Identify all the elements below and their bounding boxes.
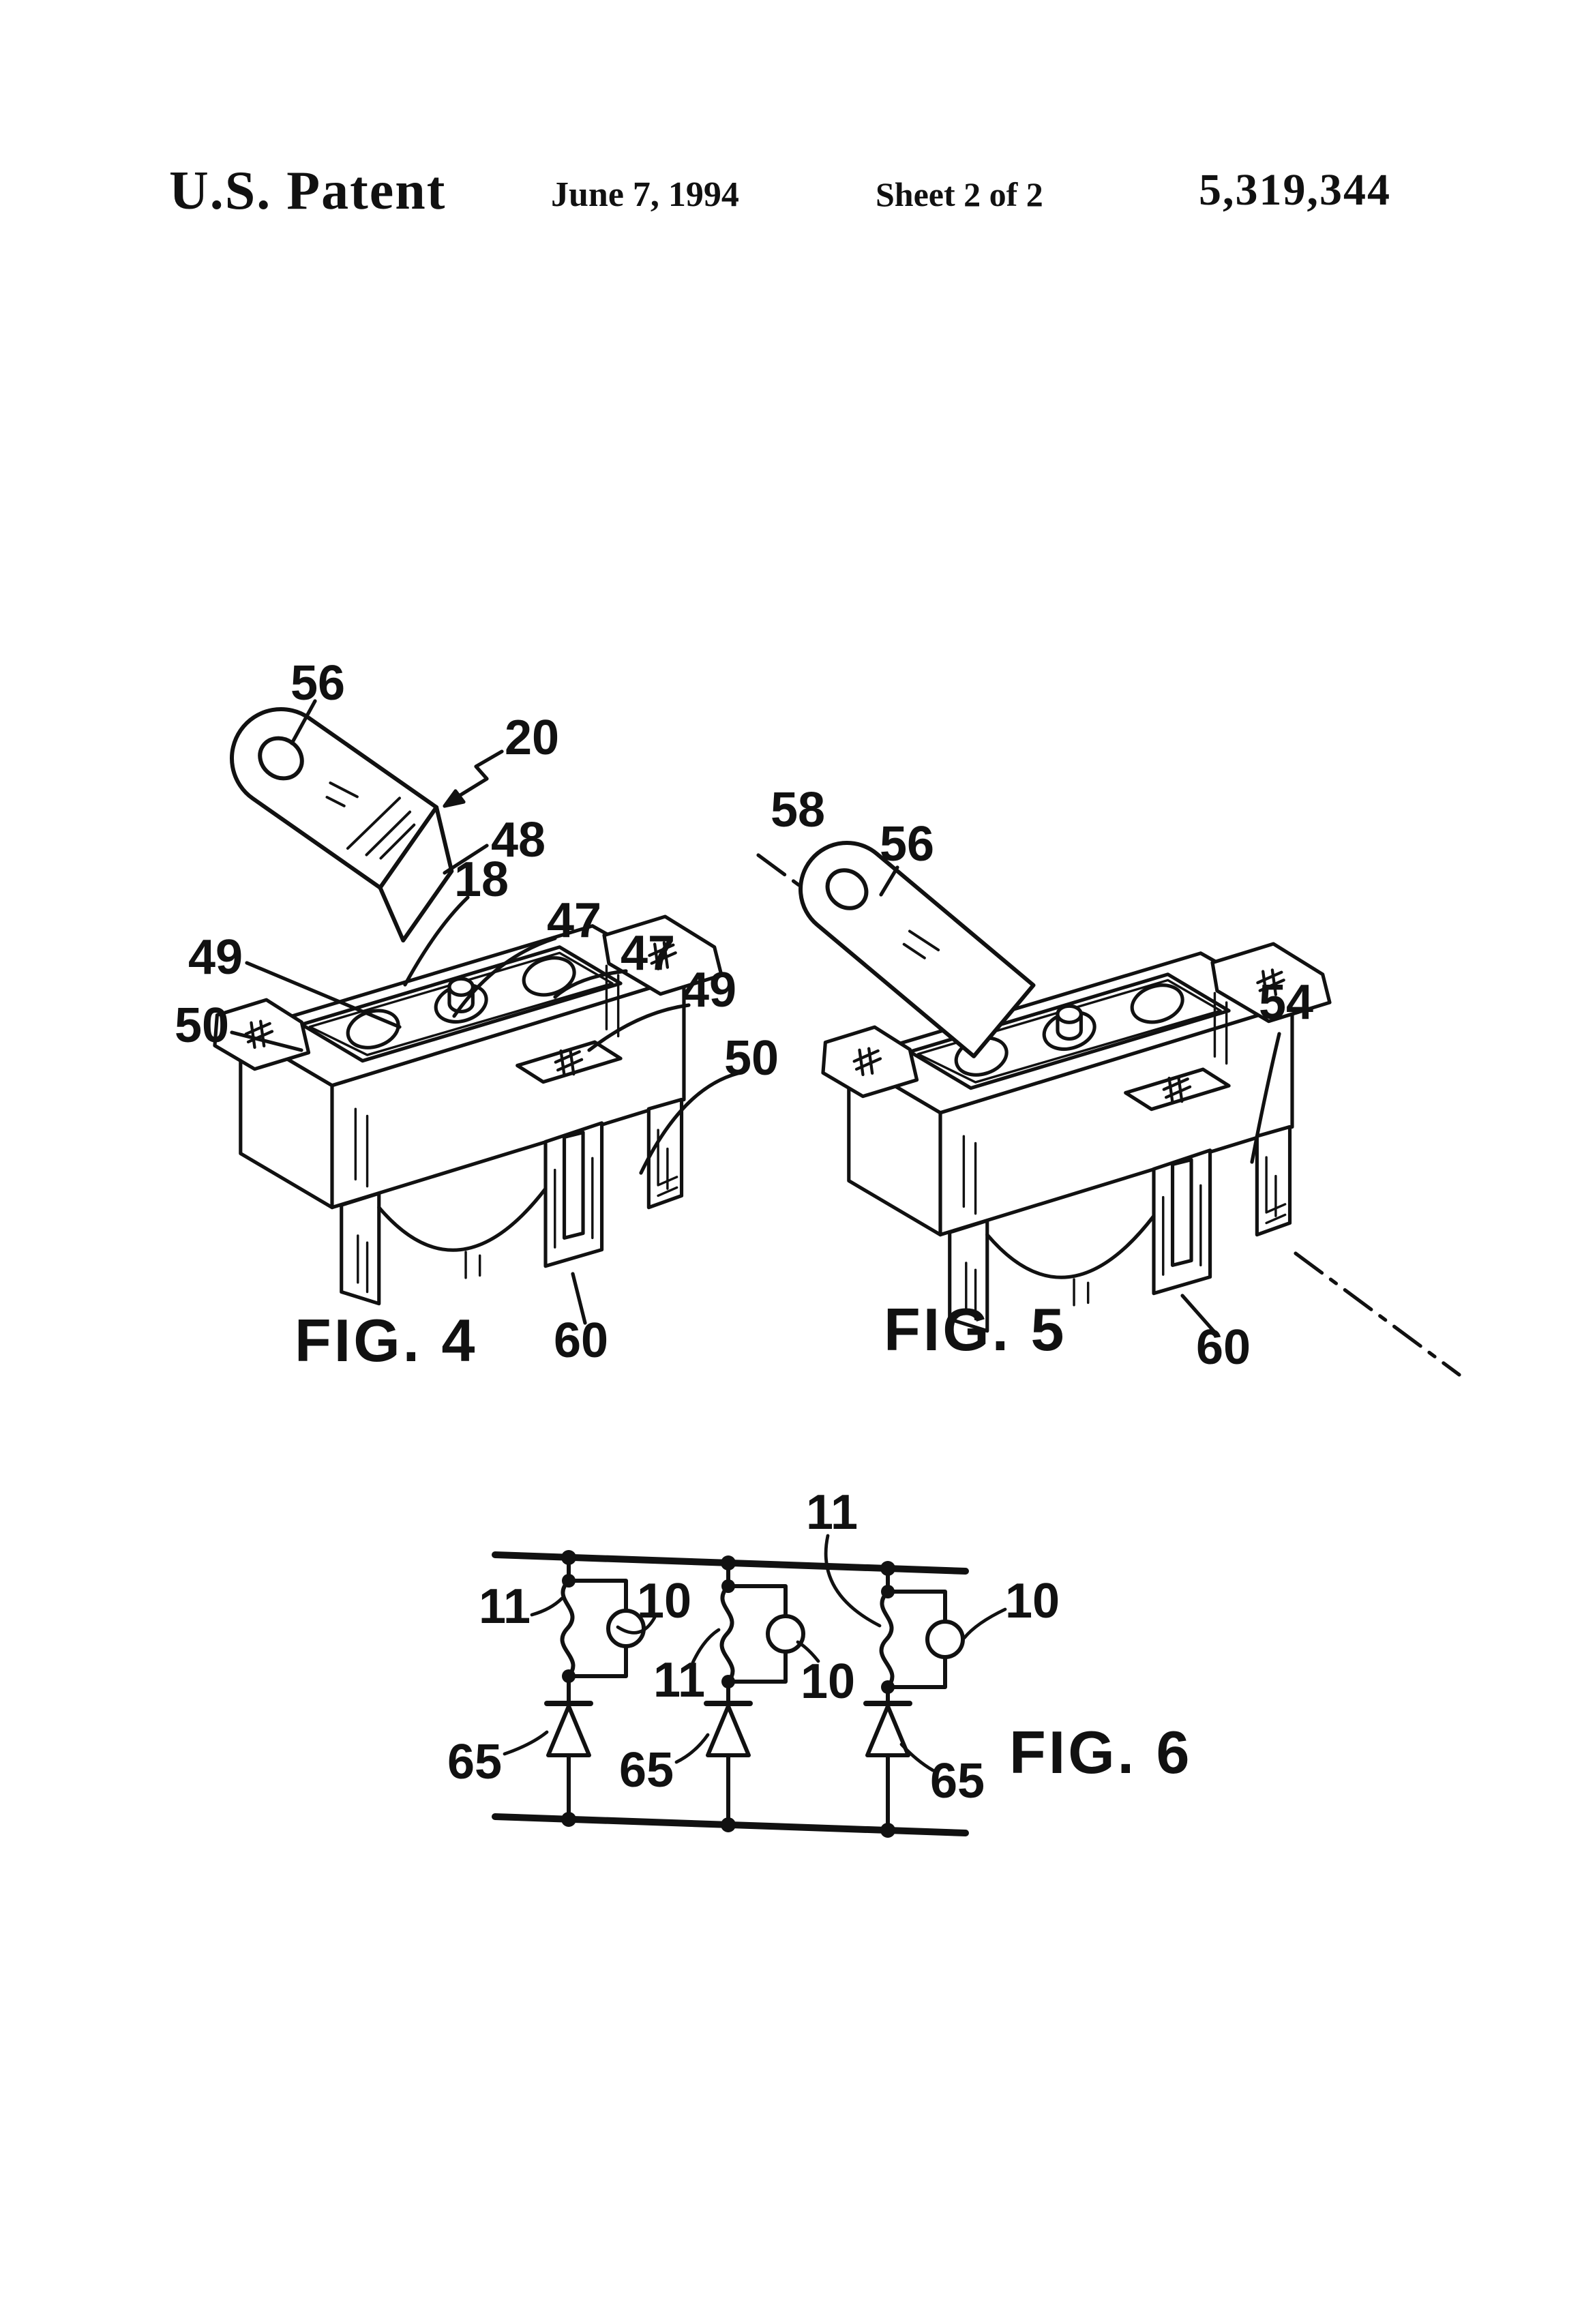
junction-dot <box>561 1812 576 1827</box>
lug-fold <box>378 805 454 943</box>
fig4-ref-47a: 47 <box>547 893 601 948</box>
leader-65a <box>503 1730 549 1756</box>
junction-dot <box>721 1555 736 1570</box>
junction-dot <box>721 1817 736 1832</box>
fig5-ref-60: 60 <box>1196 1320 1251 1375</box>
fig6-ref-11-middle: 11 <box>653 1653 705 1708</box>
fig6-ref-11-top: 11 <box>806 1485 858 1540</box>
indicator-lamp <box>925 1620 965 1659</box>
fuse-element <box>560 1579 576 1678</box>
patent-number: 5,319,344 <box>1199 166 1391 215</box>
diode-triangle <box>546 1704 591 1757</box>
leader-50a <box>230 1030 303 1052</box>
leader-49a <box>245 961 402 1029</box>
junction-dot <box>880 1561 895 1576</box>
fig4-ref-47b: 47 <box>621 926 675 981</box>
fuse-element <box>879 1590 895 1689</box>
fig5-terminal-lug <box>799 841 1036 1058</box>
fig6-ref-65-first: 65 <box>447 1735 502 1789</box>
fig4-ref-56: 56 <box>290 656 345 711</box>
leader-54 <box>1250 1032 1281 1164</box>
fig5-ref-58: 58 <box>771 783 825 837</box>
junction-dot <box>881 1680 895 1694</box>
junction-dot <box>721 1579 735 1593</box>
leader-11b <box>530 1596 564 1617</box>
diode-triangle <box>706 1704 751 1757</box>
junction-dot <box>562 1574 576 1588</box>
leader-20-arrowhead <box>443 789 466 808</box>
fig6-leaders <box>503 1534 1007 1772</box>
leader-18 <box>403 895 470 987</box>
junction-dot <box>881 1585 895 1598</box>
leader-11a <box>824 1534 882 1628</box>
sheet-header: U.S. Patent June 7, 1994 Sheet 2 of 2 5,… <box>0 0 1582 273</box>
patent-header-title: U.S. Patent <box>169 160 447 221</box>
indicator-lamp <box>766 1614 805 1654</box>
fig6-schematic: 11 11 10 11 10 10 65 65 65 FIG. 6 <box>447 1485 1193 1838</box>
fig4-leaders <box>230 699 740 1325</box>
leader-11c <box>691 1628 721 1665</box>
leader-60 <box>1180 1294 1216 1333</box>
leader-48 <box>443 844 489 875</box>
fuse-branch-1 <box>544 1550 646 1827</box>
leader-65c <box>899 1742 935 1772</box>
fuse-branch-3 <box>863 1561 965 1838</box>
lug-hatch <box>346 796 416 860</box>
fig6-ref-65-right: 65 <box>930 1754 985 1808</box>
leader-56 <box>879 865 899 897</box>
leader-10b <box>796 1640 820 1663</box>
leader-49b <box>587 1003 691 1052</box>
fig6-ref-10-middle: 10 <box>801 1654 855 1709</box>
fig5-ref-56: 56 <box>880 817 934 872</box>
leader-56 <box>290 699 317 745</box>
lug-dash <box>325 781 359 807</box>
fig6-ref-65-middle: 65 <box>619 1743 674 1798</box>
fig4-ref-18: 18 <box>454 852 509 907</box>
leader-47b <box>553 969 628 999</box>
fig5-fuse-body <box>823 944 1330 1331</box>
fig4-ref-50b: 50 <box>724 1031 779 1086</box>
fig4-ref-49a: 49 <box>188 930 243 985</box>
fig4-ref-20: 20 <box>505 711 559 765</box>
fuse-branch-2 <box>704 1555 805 1832</box>
fig4-drawing: 56 20 48 18 47 47 49 49 50 50 60 FIG. 4 <box>175 656 779 1374</box>
lug-dash <box>902 929 940 959</box>
fig6-caption: FIG. 6 <box>1009 1718 1193 1786</box>
fig5-caption: FIG. 5 <box>884 1296 1067 1363</box>
junction-dot <box>561 1550 576 1565</box>
fig6-ref-10-first: 10 <box>637 1574 691 1628</box>
leader-50b <box>639 1071 740 1175</box>
leader-65b <box>674 1733 710 1764</box>
sheet-number: Sheet 2 of 2 <box>876 177 1043 214</box>
lug-hole <box>825 868 869 910</box>
patent-issue-date: June 7, 1994 <box>551 175 739 214</box>
fig4-ref-60: 60 <box>554 1313 608 1368</box>
leader-47a <box>452 936 557 1018</box>
fuse-element <box>719 1584 735 1684</box>
leader-10a <box>616 1615 657 1635</box>
fig4-ref-50a: 50 <box>175 998 229 1053</box>
fig5-labels: 58 56 54 60 FIG. 5 <box>771 783 1313 1375</box>
fig6-ref-11-left: 11 <box>479 1579 531 1634</box>
fig4-ref-48: 48 <box>491 813 546 867</box>
fig4-ref-49b: 49 <box>682 963 736 1017</box>
fig4-terminal-lug <box>230 707 454 943</box>
diode-triangle <box>865 1704 910 1757</box>
fig5-leaders <box>879 865 1281 1333</box>
junction-dot <box>880 1823 895 1838</box>
fig6-labels: 11 11 10 11 10 10 65 65 65 FIG. 6 <box>447 1485 1193 1808</box>
leader-10c <box>962 1607 1007 1640</box>
fig4-labels: 56 20 48 18 47 47 49 49 50 50 60 FIG. 4 <box>175 656 779 1374</box>
fig5-drawing: 58 56 54 60 FIG. 5 <box>756 783 1461 1377</box>
junction-dot <box>562 1669 576 1683</box>
leader-20-arrow <box>449 749 504 803</box>
fig5-ref-54: 54 <box>1259 975 1313 1030</box>
leader-60 <box>571 1272 587 1325</box>
fig6-ref-10-right: 10 <box>1005 1574 1060 1628</box>
junction-dot <box>721 1675 735 1688</box>
fig4-caption: FIG. 4 <box>295 1307 478 1374</box>
